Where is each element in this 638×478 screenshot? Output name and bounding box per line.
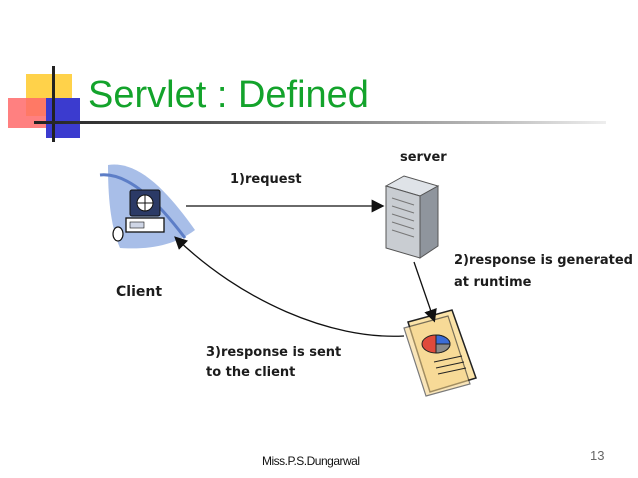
request-label: 1)request xyxy=(230,172,302,187)
response-sent-label-line1: 3)response is sent xyxy=(206,345,342,360)
response-generated-label-line2: at runtime xyxy=(454,275,532,290)
server-icon xyxy=(384,175,440,259)
response-sent-label-line2: to the client xyxy=(206,365,296,380)
response-sent-arrow xyxy=(174,236,405,337)
slide-author: Miss.P.S.Dungarwal xyxy=(262,454,360,468)
slide-title: Servlet : Defined xyxy=(88,74,369,116)
corner-decoration xyxy=(8,66,80,142)
document-icon xyxy=(403,309,477,397)
title-underline xyxy=(34,121,606,124)
response-generated-label-line1: 2)response is generated xyxy=(454,253,633,268)
response-generated-arrow xyxy=(413,261,437,323)
client-label: Client xyxy=(116,284,163,300)
server-label: server xyxy=(400,150,447,165)
page-number: 13 xyxy=(590,448,605,463)
client-computer-icon xyxy=(99,164,195,249)
